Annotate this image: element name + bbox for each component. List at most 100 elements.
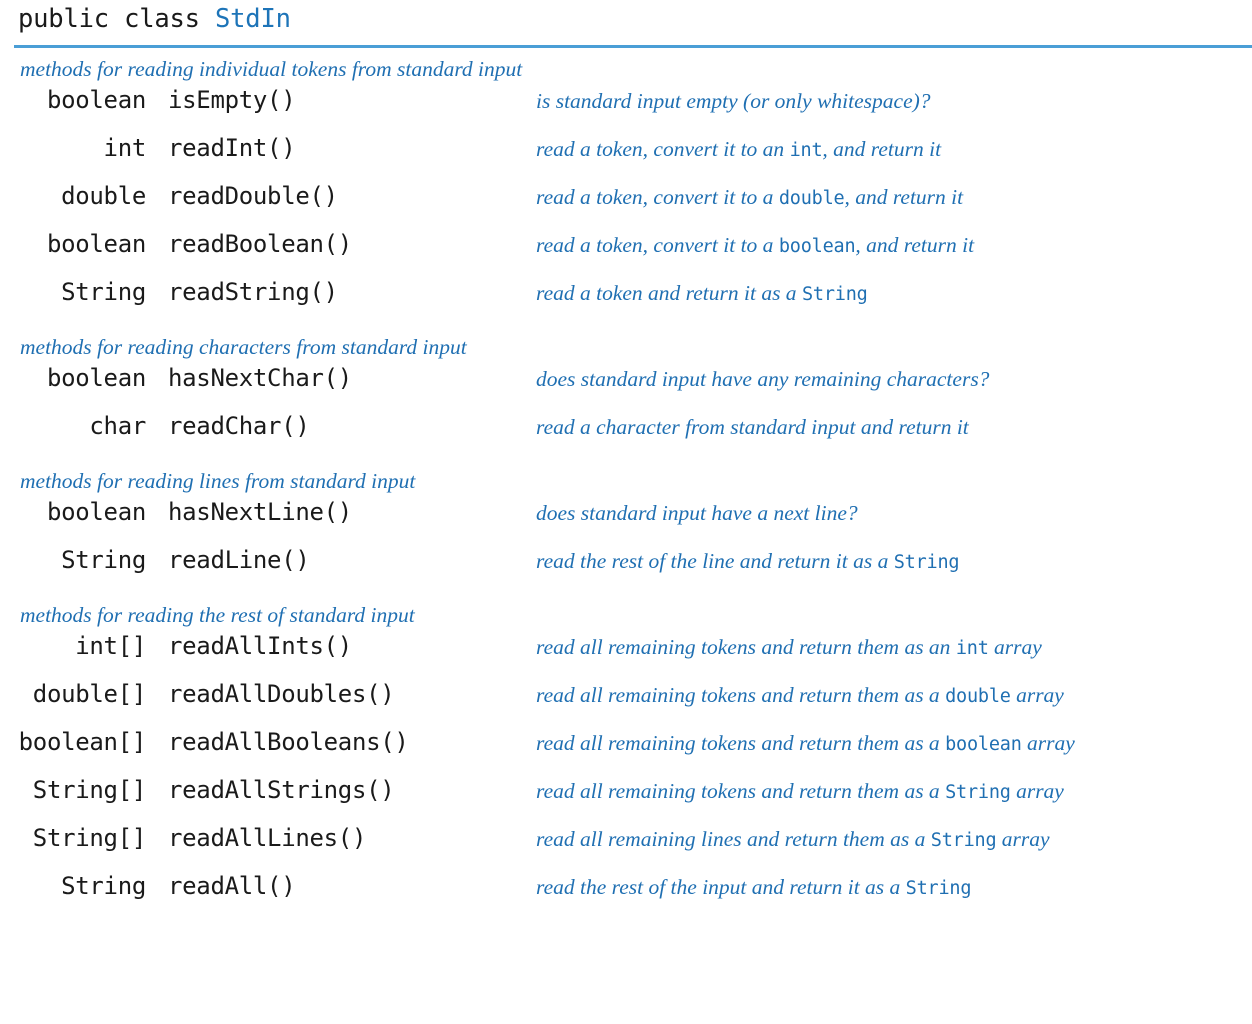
description-text: read all remaining lines and return them… xyxy=(536,827,931,851)
description-text: read a token, convert it to an xyxy=(536,137,790,161)
method-return-type: boolean[] xyxy=(18,728,147,756)
method-signature[interactable]: readAllInts() xyxy=(168,632,352,660)
method-signature[interactable]: readAllStrings() xyxy=(168,776,395,804)
description-text: read the rest of the line and return it … xyxy=(536,549,894,573)
method-section: methods for reading the rest of standard… xyxy=(0,594,1252,920)
method-signature[interactable]: readDouble() xyxy=(168,182,338,210)
inline-code-term: boolean xyxy=(778,236,856,257)
method-row: int[] readAllInts() read all remaining tok… xyxy=(0,632,1252,680)
method-row: String[] readAllLines() read all remaining… xyxy=(0,824,1252,872)
method-return-type: boolean xyxy=(46,230,146,258)
method-section: methods for reading lines from standard … xyxy=(0,460,1252,594)
description-text: , and return it xyxy=(844,185,964,209)
method-signature[interactable]: isEmpty() xyxy=(168,86,296,114)
method-return-type: String xyxy=(61,872,146,900)
method-signature[interactable]: readChar() xyxy=(168,412,310,440)
method-return-type: double[] xyxy=(32,680,147,708)
method-signature[interactable]: readAllBooleans() xyxy=(168,728,409,756)
method-signature[interactable]: readString() xyxy=(168,278,338,306)
header-divider xyxy=(14,45,1252,48)
description-text: , and return it xyxy=(822,137,942,161)
method-return-type: String xyxy=(61,278,146,306)
inline-code-term: boolean xyxy=(945,734,1022,755)
section-title: methods for reading characters from stan… xyxy=(20,335,467,359)
method-row: boolean hasNextChar() does standard input … xyxy=(0,364,1252,412)
description-text: read all remaining tokens and return the… xyxy=(536,683,946,707)
description-text: array xyxy=(988,635,1042,659)
method-description: does standard input have a next line? xyxy=(536,501,858,526)
method-row: String readAll() read the rest of the inpu… xyxy=(0,872,1252,920)
method-description: read the rest of the line and return it … xyxy=(536,549,960,574)
method-description: does standard input have any remaining c… xyxy=(536,367,989,392)
method-description: read a token and return it as a String xyxy=(536,281,868,306)
method-description: read a token, convert it to an int, and … xyxy=(536,137,941,162)
class-declaration-header: public class StdIn xyxy=(0,0,1252,36)
inline-code-term: String xyxy=(801,284,868,305)
description-text: does standard input have a next line? xyxy=(536,501,858,525)
method-signature[interactable]: readAllLines() xyxy=(168,824,367,852)
inline-code-term: double xyxy=(778,188,845,209)
description-text: array xyxy=(996,827,1050,851)
method-description: read a token, convert it to a boolean, a… xyxy=(536,233,974,258)
method-return-type: boolean xyxy=(46,498,146,526)
method-return-type: String[] xyxy=(32,776,147,804)
method-description: read all remaining tokens and return the… xyxy=(536,779,1064,804)
section-title: methods for reading lines from standard … xyxy=(20,469,416,493)
method-signature[interactable]: readLine() xyxy=(168,546,310,574)
description-text: read all remaining tokens and return the… xyxy=(536,731,946,755)
inline-code-term: String xyxy=(905,878,972,899)
description-text: does standard input have any remaining c… xyxy=(536,367,990,391)
inline-code-term: double xyxy=(945,686,1011,707)
method-description: read all remaining tokens and return the… xyxy=(536,683,1064,708)
class-modifier-keyword: public class xyxy=(18,4,200,34)
method-return-type: char xyxy=(89,412,146,440)
description-text: read the rest of the input and return it… xyxy=(536,875,906,899)
method-row: boolean hasNextLine() does standard input … xyxy=(0,498,1252,546)
method-description: read all remaining tokens and return the… xyxy=(536,731,1075,756)
inline-code-term: String xyxy=(930,830,997,851)
method-signature[interactable]: readAllDoubles() xyxy=(168,680,395,708)
method-description: read all remaining lines and return them… xyxy=(536,827,1050,852)
method-return-type: String[] xyxy=(32,824,147,852)
method-row: String[] readAllStrings() read all remaini… xyxy=(0,776,1252,824)
description-text: read all remaining tokens and return the… xyxy=(536,779,946,803)
description-text: read a token, convert it to a xyxy=(536,233,779,257)
description-text: is standard input empty (or only whitesp… xyxy=(536,89,931,113)
class-name: StdIn xyxy=(214,4,291,34)
inline-code-term: String xyxy=(893,552,960,573)
method-section: methods for reading characters from stan… xyxy=(0,326,1252,460)
method-return-type: int xyxy=(103,134,147,162)
method-row: double[] readAllDoubles() read all remaini… xyxy=(0,680,1252,728)
method-row: boolean isEmpty() is standard input empty … xyxy=(0,86,1252,134)
method-row: int readInt() read a token, convert it to … xyxy=(0,134,1252,182)
description-text: array xyxy=(1021,731,1075,755)
method-return-type: boolean xyxy=(46,86,146,114)
method-row: String readLine() read the rest of the lin… xyxy=(0,546,1252,594)
method-row: char readChar() read a character from stan… xyxy=(0,412,1252,460)
method-signature[interactable]: hasNextLine() xyxy=(168,498,352,526)
description-text: read all remaining tokens and return the… xyxy=(536,635,956,659)
method-signature[interactable]: readInt() xyxy=(168,134,296,162)
section-title: methods for reading the rest of standard… xyxy=(20,603,415,627)
description-text: array xyxy=(1010,779,1064,803)
method-description: read a character from standard input and… xyxy=(536,415,969,440)
method-return-type: String xyxy=(61,546,146,574)
inline-code-term: int xyxy=(955,638,989,659)
method-row: boolean[] readAllBooleans() read all remai… xyxy=(0,728,1252,776)
api-sections-container: methods for reading individual tokens fr… xyxy=(0,48,1252,920)
method-description: read the rest of the input and return it… xyxy=(536,875,972,900)
description-text: read a character from standard input and… xyxy=(536,415,969,439)
method-section: methods for reading individual tokens fr… xyxy=(0,48,1252,326)
description-text: read a token and return it as a xyxy=(536,281,802,305)
method-signature[interactable]: readBoolean() xyxy=(168,230,352,258)
method-signature[interactable]: hasNextChar() xyxy=(168,364,352,392)
description-text: read a token, convert it to a xyxy=(536,185,779,209)
method-return-type: int[] xyxy=(75,632,146,660)
section-title: methods for reading individual tokens fr… xyxy=(20,57,523,81)
method-return-type: boolean xyxy=(46,364,146,392)
method-return-type: double xyxy=(61,182,146,210)
description-text: array xyxy=(1010,683,1064,707)
inline-code-term: String xyxy=(945,782,1011,803)
method-signature[interactable]: readAll() xyxy=(168,872,296,900)
